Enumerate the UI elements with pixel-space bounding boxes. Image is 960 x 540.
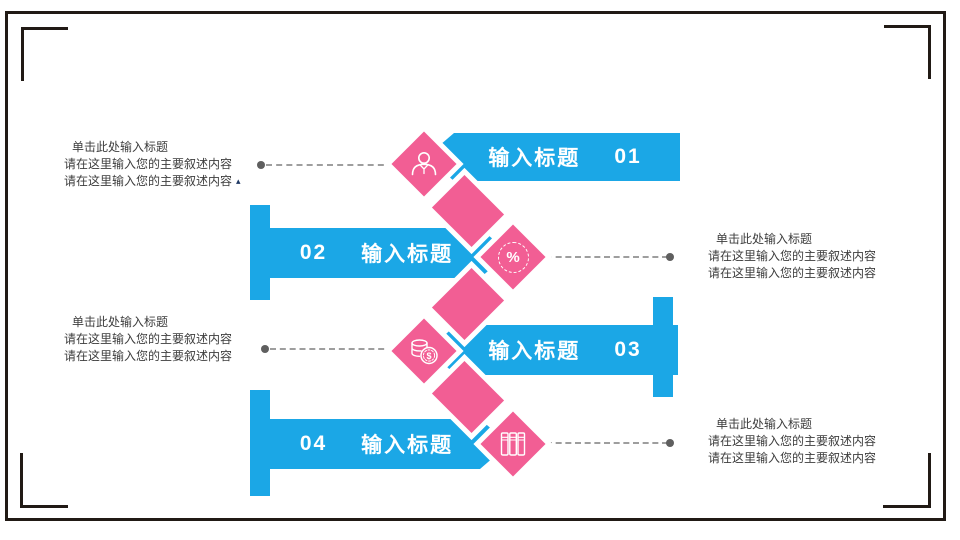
- banner-step-02: 02 输入标题: [268, 228, 509, 278]
- connector-dot-4: [666, 439, 674, 447]
- banner-number: 01: [614, 145, 642, 168]
- text-block-step-03: 单击此处输入标题 请在这里输入您的主要叙述内容 请在这里输入您的主要叙述内容: [64, 314, 274, 365]
- corner-bracket-top-right: [884, 25, 931, 79]
- text-block-heading: 单击此处输入标题: [716, 417, 813, 431]
- percent-ring: %: [497, 241, 529, 273]
- corner-bracket-bottom-right: [883, 453, 931, 508]
- banner-edge-tab-04: [250, 390, 270, 496]
- banner-title: 输入标题: [488, 340, 581, 363]
- pointer-triangle-icon: ▴: [236, 176, 241, 186]
- banner-number: 04: [299, 432, 328, 455]
- connector-dot-2: [666, 253, 674, 261]
- step-diamond-2: %: [480, 224, 546, 290]
- banner-title: 输入标题: [361, 243, 454, 266]
- dollar-glyph: $: [426, 351, 431, 361]
- percent-icon: %: [490, 234, 536, 280]
- corner-bracket-bottom-left: [20, 453, 68, 508]
- text-block-line-text: 请在这里输入您的主要叙述内容: [64, 174, 233, 188]
- books-icon: [490, 421, 536, 467]
- banner-number: 03: [614, 338, 642, 361]
- connector-line-4: [546, 442, 668, 444]
- corner-bracket-top-left: [21, 27, 68, 81]
- banner-title: 输入标题: [488, 147, 581, 170]
- connector-line-1: [266, 164, 394, 166]
- text-block-line: 请在这里输入您的主要叙述内容: [708, 451, 877, 465]
- cloud-icon: [40, 35, 132, 87]
- banner-step-01: 输入标题 01: [426, 133, 680, 181]
- connector-dot-1: [257, 161, 265, 169]
- connector-line-3: [270, 348, 394, 350]
- text-block-line: 请在这里输入您的主要叙述内容▴: [64, 173, 274, 190]
- text-block-heading: 单击此处输入标题: [72, 140, 169, 154]
- text-block-heading: 单击此处输入标题: [716, 232, 813, 246]
- connector-dot-3: [261, 345, 269, 353]
- text-block-line: 请在这里输入您的主要叙述内容: [708, 249, 877, 263]
- text-block-line: 请在这里输入您的主要叙述内容: [64, 157, 233, 171]
- step-diamond-3: $: [391, 318, 457, 384]
- banner-number: 02: [299, 241, 328, 264]
- step-diamond-1: [391, 131, 457, 197]
- text-block-step-02: 单击此处输入标题 请在这里输入您的主要叙述内容 请在这里输入您的主要叙述内容: [708, 231, 918, 282]
- text-block-heading: 单击此处输入标题: [72, 315, 169, 329]
- text-block-line: 请在这里输入您的主要叙述内容: [708, 266, 877, 280]
- banner-edge-tab-02: [250, 205, 270, 300]
- banner-title: 输入标题: [361, 434, 454, 457]
- person-icon: [401, 141, 447, 187]
- text-block-step-04: 单击此处输入标题 请在这里输入您的主要叙述内容 请在这里输入您的主要叙述内容: [708, 416, 918, 467]
- percent-glyph: %: [506, 248, 520, 266]
- step-diamond-4: [480, 411, 546, 477]
- text-block-step-01: 单击此处输入标题 请在这里输入您的主要叙述内容 请在这里输入您的主要叙述内容▴: [64, 139, 274, 190]
- text-block-line: 请在这里输入您的主要叙述内容: [64, 349, 233, 363]
- coins-icon: $: [401, 328, 447, 374]
- text-block-line: 请在这里输入您的主要叙述内容: [708, 434, 877, 448]
- connector-line-2: [546, 256, 668, 258]
- outer-frame-border: [5, 11, 946, 521]
- text-block-line: 请在这里输入您的主要叙述内容: [64, 332, 233, 346]
